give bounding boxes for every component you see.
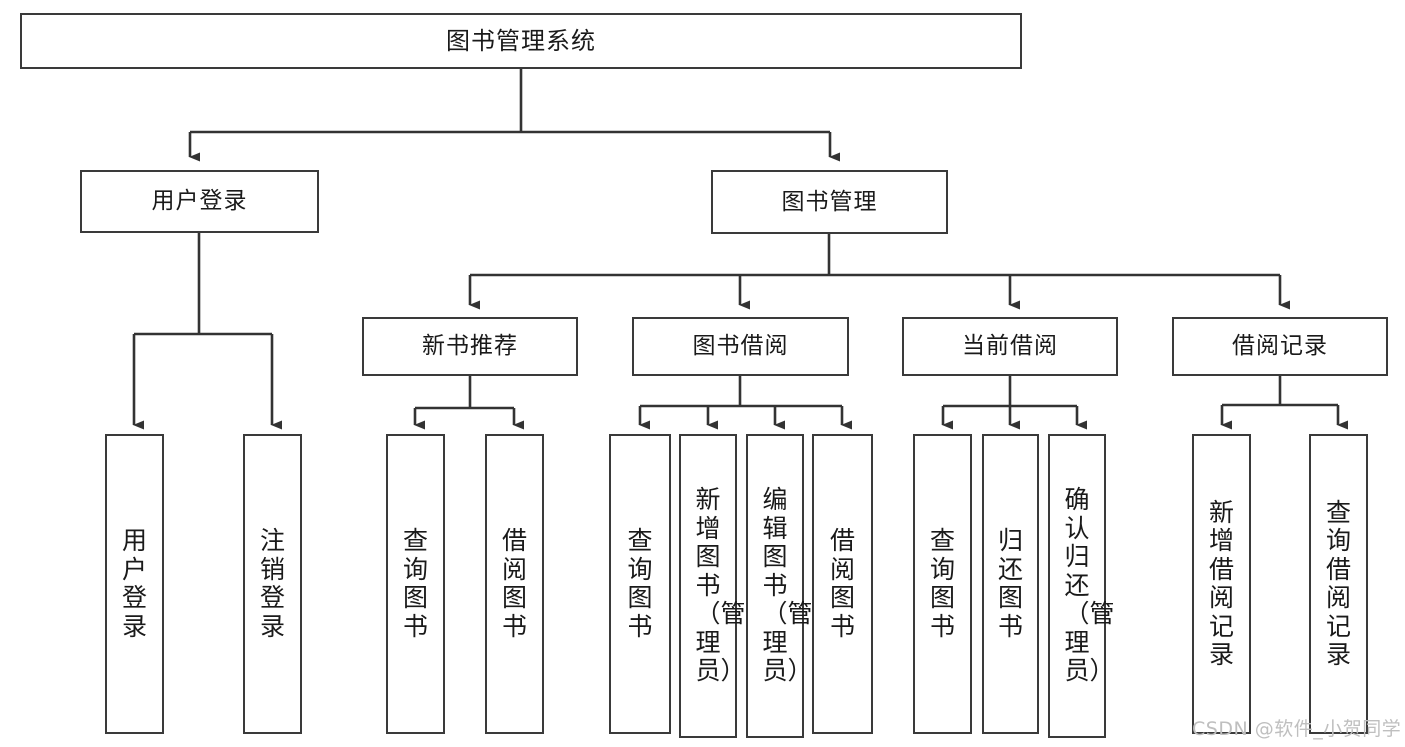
- node-user-login[interactable]: 用户登录: [80, 170, 319, 233]
- leaf-edit-book-admin[interactable]: 编辑图书（管理员）: [746, 434, 813, 738]
- node-label: 借阅记录: [1232, 333, 1328, 359]
- node-label: 借阅图书: [502, 526, 528, 641]
- node-label: 用户登录: [122, 526, 148, 641]
- node-label: 查询图书: [403, 526, 429, 641]
- node-current-borrow[interactable]: 当前借阅: [902, 317, 1118, 376]
- node-book-management[interactable]: 图书管理: [711, 170, 948, 234]
- node-label: 图书管理: [781, 188, 878, 215]
- node-label: 新增图书（管理员）: [695, 485, 746, 686]
- node-label: 注销登录: [260, 526, 286, 641]
- leaf-borrow-book-new[interactable]: 借阅图书: [485, 434, 544, 734]
- node-label: 确认归还（管理员）: [1064, 485, 1115, 686]
- leaf-query-borrow-record[interactable]: 查询借阅记录: [1309, 434, 1368, 734]
- node-new-book-recommend[interactable]: 新书推荐: [362, 317, 578, 376]
- leaf-confirm-return-admin[interactable]: 确认归还（管理员）: [1048, 434, 1115, 738]
- node-label: 查询图书: [930, 526, 956, 641]
- node-book-borrow[interactable]: 图书借阅: [632, 317, 849, 376]
- leaf-user-login[interactable]: 用户登录: [105, 434, 164, 734]
- node-label: 查询图书: [627, 526, 653, 641]
- node-root-system[interactable]: 图书管理系统: [20, 13, 1022, 69]
- node-borrow-record[interactable]: 借阅记录: [1172, 317, 1388, 376]
- csdn-watermark: CSDN @软件_小贺同学: [1192, 718, 1402, 740]
- node-label: 借阅图书: [830, 526, 856, 641]
- leaf-query-book-new[interactable]: 查询图书: [386, 434, 445, 734]
- node-label: 编辑图书（管理员）: [762, 485, 813, 686]
- node-label: 图书借阅: [692, 333, 789, 359]
- leaf-return-book[interactable]: 归还图书: [982, 434, 1039, 734]
- node-label: 用户登录: [151, 188, 248, 214]
- node-label: 新书推荐: [422, 333, 518, 359]
- node-label: 新增借阅记录: [1209, 497, 1235, 669]
- leaf-query-book-current[interactable]: 查询图书: [913, 434, 972, 734]
- leaf-logout[interactable]: 注销登录: [243, 434, 302, 734]
- node-label: 图书管理系统: [446, 27, 596, 55]
- node-label: 查询借阅记录: [1326, 497, 1352, 669]
- leaf-add-borrow-record[interactable]: 新增借阅记录: [1192, 434, 1251, 734]
- node-label: 当前借阅: [962, 333, 1058, 359]
- node-label: 归还图书: [998, 526, 1024, 641]
- leaf-borrow-book[interactable]: 借阅图书: [812, 434, 873, 734]
- leaf-query-book-borrow[interactable]: 查询图书: [609, 434, 671, 734]
- leaf-add-book-admin[interactable]: 新增图书（管理员）: [679, 434, 746, 738]
